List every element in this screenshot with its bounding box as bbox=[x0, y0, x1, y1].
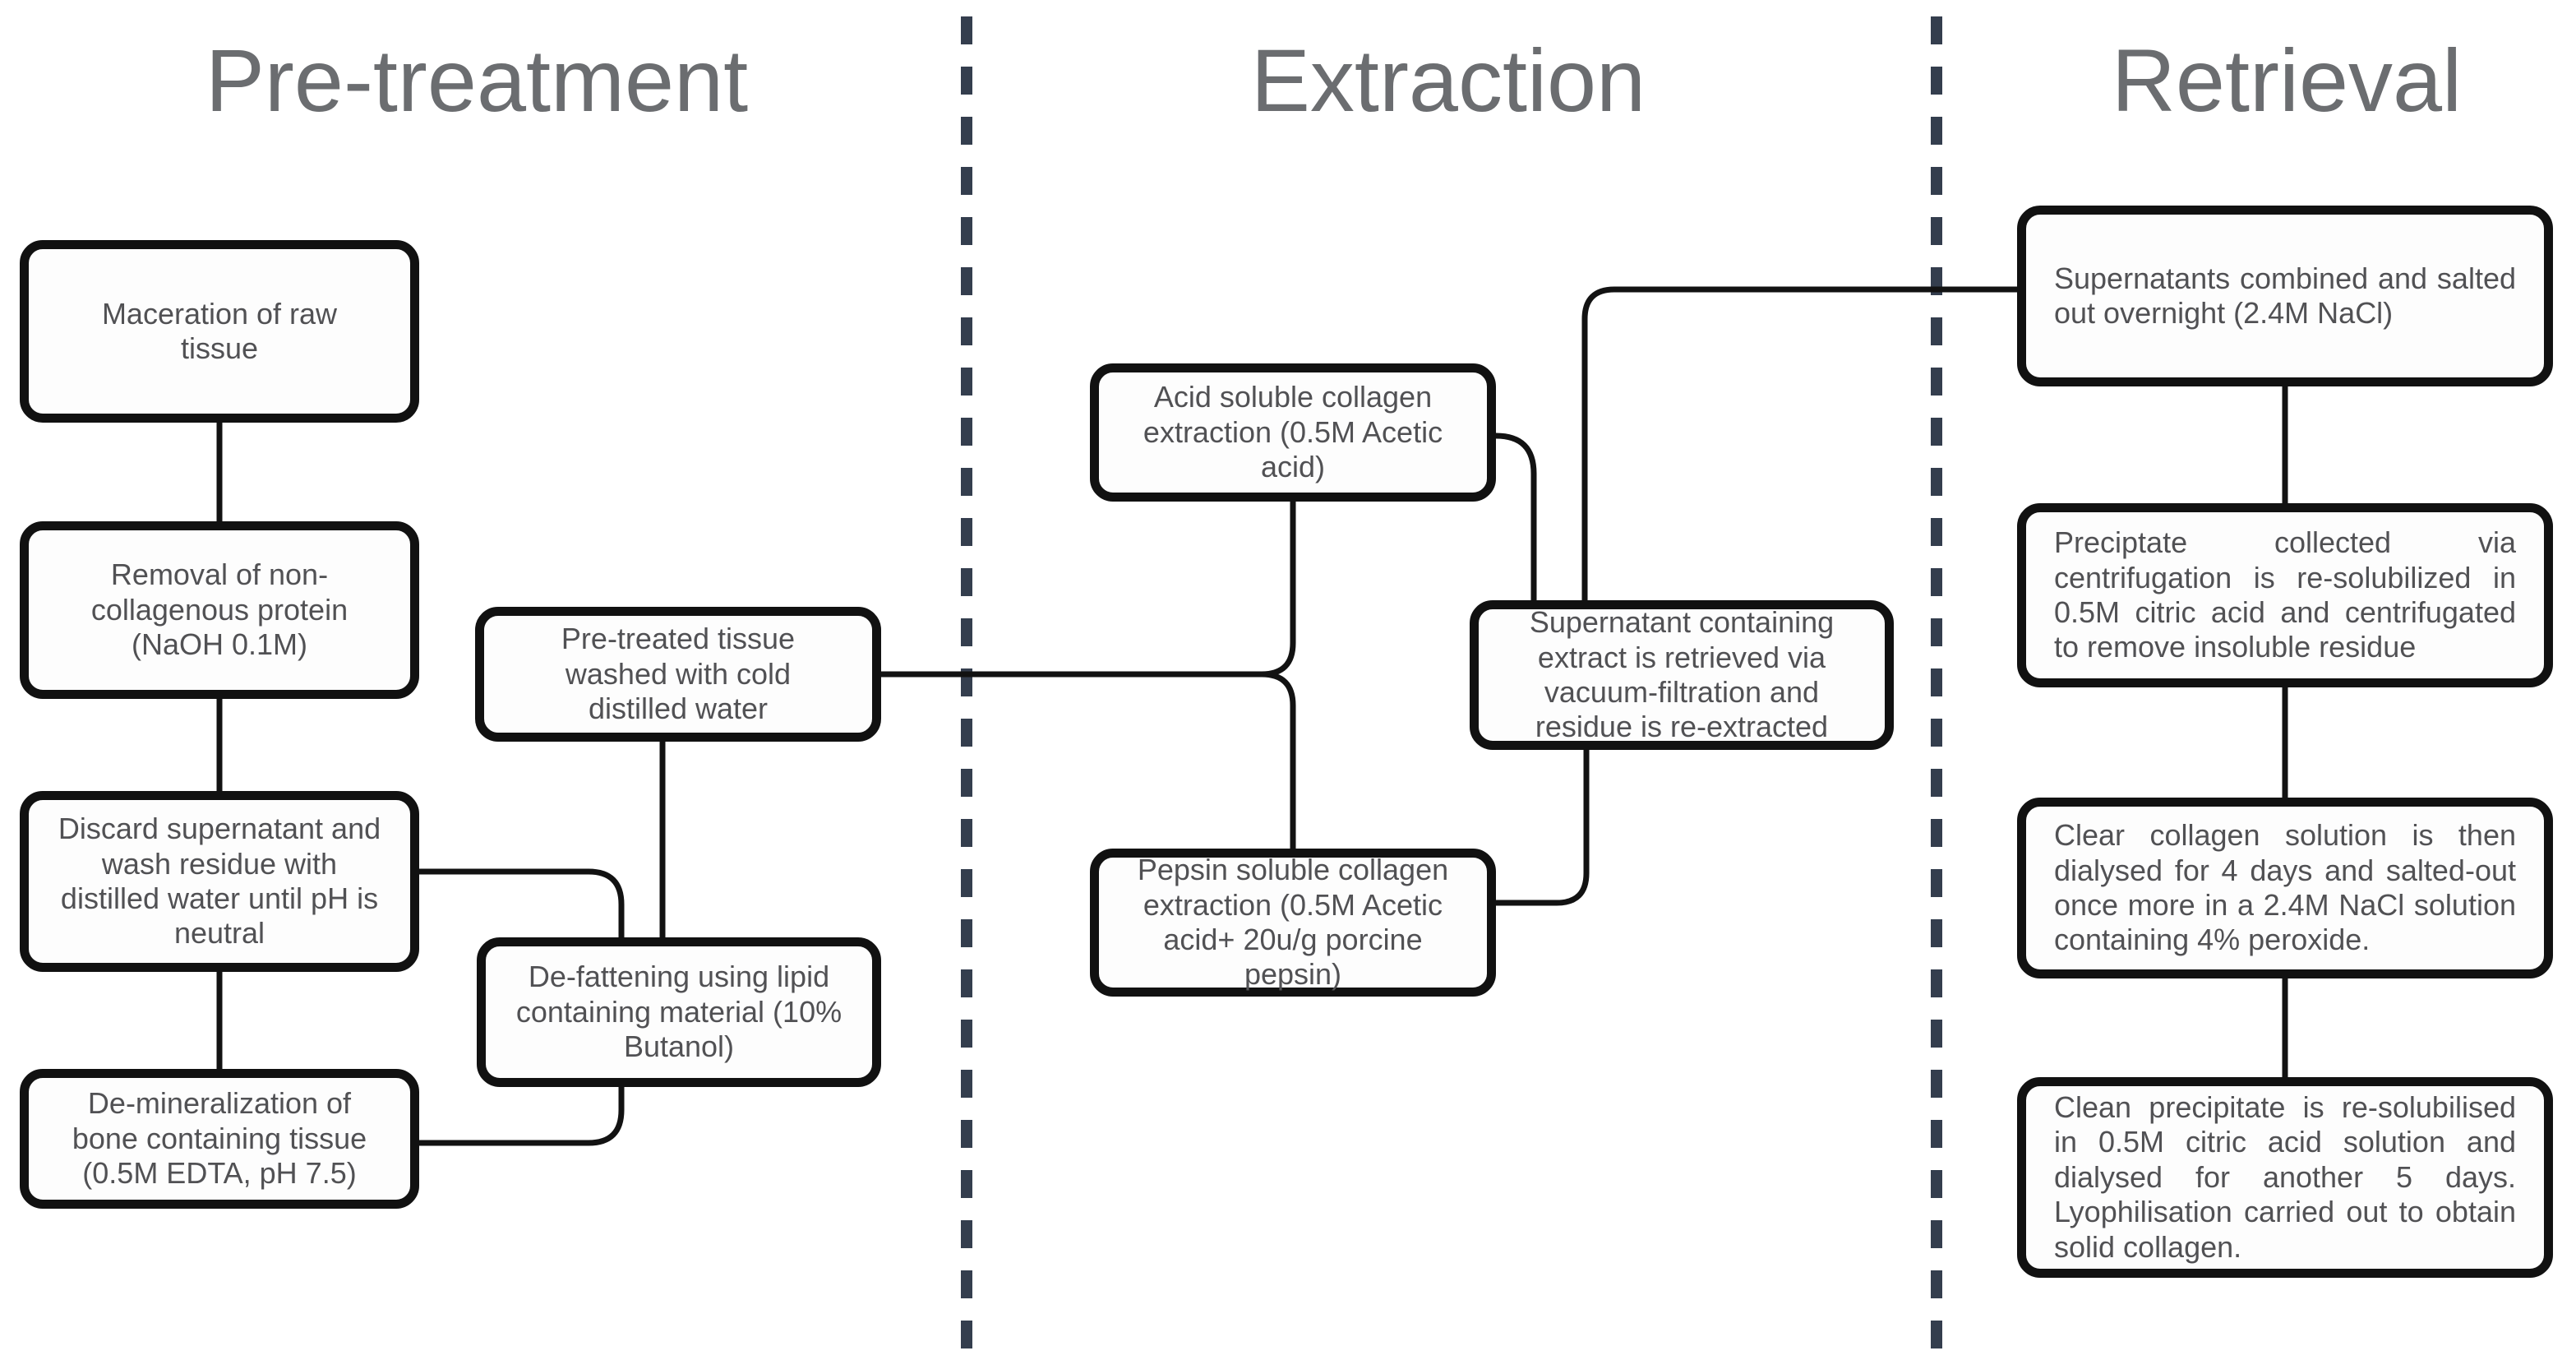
flow-node-label: Clear collagen solution is then dialysed… bbox=[2054, 818, 2516, 957]
flow-node-precipitate-collected: Preciptate collected via centrifugation … bbox=[2017, 503, 2553, 687]
flow-node-pepsin-extraction: Pepsin soluble collagen extraction (0.5M… bbox=[1090, 849, 1496, 997]
connector-discard-defattening bbox=[419, 868, 625, 937]
connector-defattening-demineralization bbox=[419, 1087, 625, 1146]
connector-supernatant-pepsin bbox=[1496, 750, 1590, 906]
connector-pretreated-acid bbox=[881, 502, 1296, 678]
flow-node-discard-supernatant: Discard supernatant and wash residue wit… bbox=[20, 791, 419, 972]
flow-node-supernatant-retrieved: Supernatant containing extract is retrie… bbox=[1470, 600, 1894, 750]
connector-supernatant-combined bbox=[1581, 286, 2017, 600]
flow-node-supernatants-combined: Supernatants combined and salted out ove… bbox=[2017, 206, 2553, 386]
flow-node-maceration: Maceration of raw tissue bbox=[20, 240, 419, 423]
connector-acid-supernatant bbox=[1495, 433, 1537, 600]
flow-node-label: Preciptate collected via centrifugation … bbox=[2054, 525, 2516, 664]
section-title-pretreatment: Pre-treatment bbox=[205, 30, 749, 130]
section-title-extraction: Extraction bbox=[1250, 30, 1646, 130]
flow-node-clean-precipitate: Clean precipitate is re-solubilised in 0… bbox=[2017, 1077, 2553, 1278]
flow-node-label: Supernatants combined and salted out ove… bbox=[2054, 261, 2516, 330]
flow-node-pretreated-tissue: Pre-treated tissue washed with cold dist… bbox=[475, 607, 881, 742]
flow-node-clear-collagen: Clear collagen solution is then dialysed… bbox=[2017, 798, 2553, 978]
connector-pretreated-pepsin bbox=[1261, 671, 1296, 849]
flow-node-acid-extraction: Acid soluble collagen extraction (0.5M A… bbox=[1090, 363, 1496, 502]
section-title-retrieval: Retrieval bbox=[2111, 30, 2463, 130]
flow-node-defattening: De-fattening using lipid containing mate… bbox=[477, 937, 881, 1087]
flow-node-removal-noncollagenous: Removal of non- collagenous protein (NaO… bbox=[20, 521, 419, 699]
flow-node-label: Clean precipitate is re-solubilised in 0… bbox=[2054, 1089, 2516, 1264]
flow-node-demineralization: De-mineralization of bone containing tis… bbox=[20, 1069, 419, 1209]
